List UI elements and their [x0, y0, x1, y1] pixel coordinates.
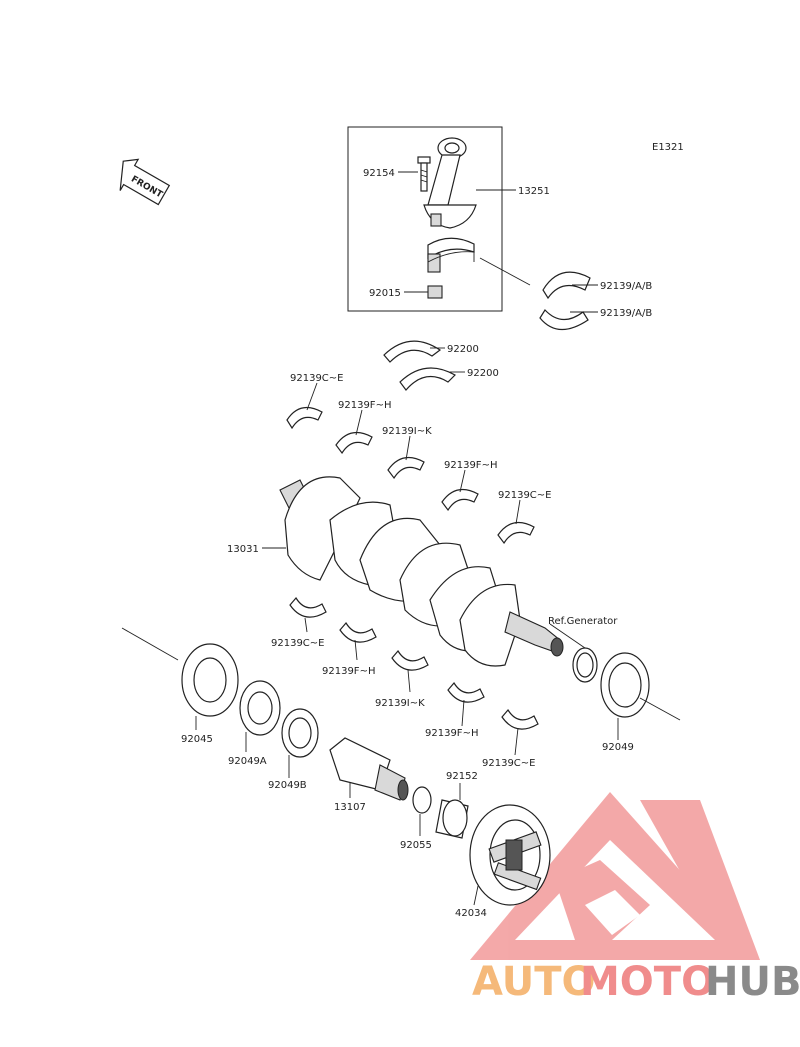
label-92139ce-u2: 92139C~E: [498, 490, 552, 501]
damper-42034: [469, 804, 551, 906]
label-13031: 13031: [227, 544, 259, 555]
thrust-washer-1: [383, 340, 442, 363]
connecting-rod-box: [347, 126, 503, 312]
ring-92055: [412, 786, 432, 814]
label-13107: 13107: [334, 802, 366, 813]
seal-92049A: [239, 680, 281, 736]
label-92139fh-l1: 92139F~H: [322, 666, 375, 677]
leader-lines: [195, 171, 619, 906]
label-42034: 42034: [455, 908, 487, 919]
seal-92049B: [281, 708, 319, 758]
label-92049b: 92049B: [268, 780, 307, 791]
watermark-auto: AUTO: [472, 959, 596, 1005]
rod-bearing-upper: [542, 271, 591, 300]
watermark-moto: MOTO: [580, 959, 715, 1005]
thrust-washer-2: [399, 367, 456, 391]
label-92139ab-2: 92139/A/B: [600, 308, 652, 319]
label-92139ab-1: 92139/A/B: [600, 281, 652, 292]
bolt-92154: [417, 156, 431, 192]
collar-92152: [435, 799, 469, 839]
label-92139fh-l2: 92139F~H: [425, 728, 478, 739]
label-92139fh-u2: 92139F~H: [444, 460, 497, 471]
crankshaft: [279, 476, 564, 667]
label-92055: 92055: [400, 840, 432, 851]
label-92015: 92015: [369, 288, 401, 299]
label-92139fh-u1: 92139F~H: [338, 400, 391, 411]
main-bearings-upper: [286, 406, 535, 545]
o-ring-generator: [572, 647, 598, 683]
label-92139ik-u: 92139I~K: [382, 426, 432, 437]
label-92139ce-l1: 92139C~E: [271, 638, 325, 649]
label-92152: 92152: [446, 771, 478, 782]
label-92200-2: 92200: [467, 368, 499, 379]
front-arrow: FRONT: [119, 158, 171, 206]
oil-seal-92049: [600, 652, 650, 718]
rod-cap: [427, 237, 475, 273]
diagram-code: E1321: [652, 142, 684, 153]
label-13251: 13251: [518, 186, 550, 197]
label-ref-generator: Ref.Generator: [548, 616, 618, 627]
label-92154: 92154: [363, 168, 395, 179]
label-92139ik-l: 92139I~K: [375, 698, 425, 709]
label-92200-1: 92200: [447, 344, 479, 355]
label-92049a: 92049A: [228, 756, 267, 767]
main-bearings-lower: [289, 596, 539, 730]
label-92049: 92049: [602, 742, 634, 753]
nut-92015: [427, 285, 443, 299]
label-92139ce-l2: 92139C~E: [482, 758, 536, 769]
connecting-rod: [423, 137, 477, 229]
shaft-13107: [329, 737, 409, 801]
rod-bearing-lower: [539, 309, 589, 331]
label-92045: 92045: [181, 734, 213, 745]
watermark-logo: [470, 792, 760, 960]
bearing-92045: [181, 643, 239, 717]
watermark-hub: HUB: [705, 959, 800, 1005]
label-92139ce-u1: 92139C~E: [290, 373, 344, 384]
